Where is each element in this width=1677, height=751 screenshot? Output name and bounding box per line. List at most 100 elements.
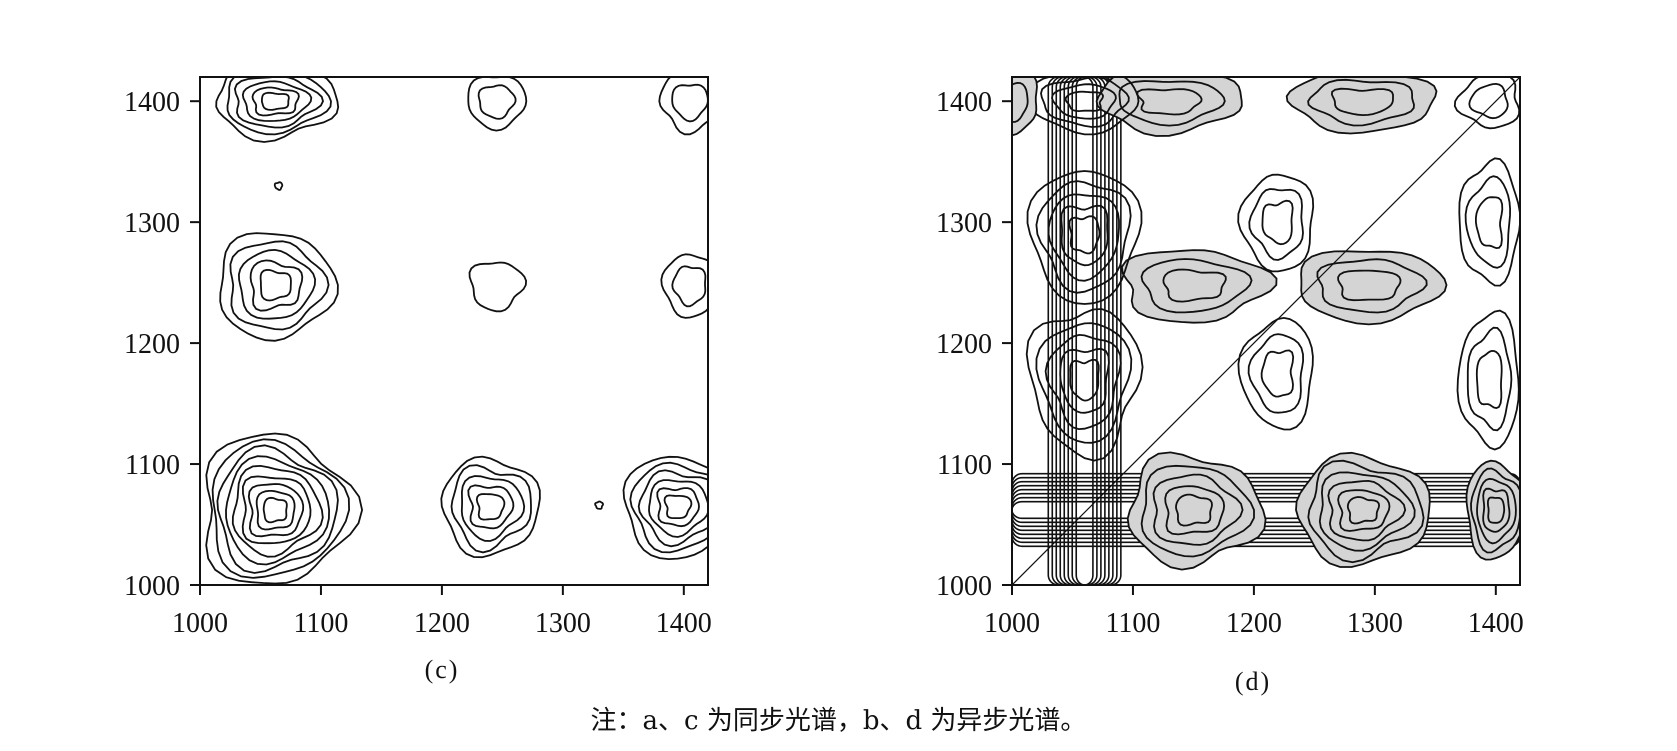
contour-line bbox=[475, 493, 506, 521]
contour-line bbox=[1175, 493, 1213, 527]
y-tick-label: 1100 bbox=[937, 450, 992, 481]
contour-line bbox=[1140, 258, 1253, 314]
band-contour bbox=[1012, 472, 1520, 548]
y-tick-label: 1100 bbox=[125, 450, 180, 481]
band-contour bbox=[1012, 492, 1520, 528]
contour-line bbox=[216, 444, 339, 574]
y-tick-label: 1000 bbox=[936, 571, 992, 602]
contour-line bbox=[1162, 268, 1227, 303]
contour-line bbox=[1456, 309, 1520, 451]
contour-line bbox=[637, 469, 708, 548]
contour-peak bbox=[215, 77, 340, 143]
contour-line bbox=[629, 461, 708, 554]
contour-line bbox=[237, 248, 317, 320]
band-contour bbox=[1012, 488, 1520, 532]
contour-peak bbox=[658, 77, 708, 136]
contour-line bbox=[1470, 467, 1520, 554]
contour-line bbox=[247, 483, 305, 538]
contour-line bbox=[1476, 477, 1517, 545]
y-tick-label: 1200 bbox=[124, 329, 180, 360]
diagonal-line bbox=[1012, 77, 1520, 585]
contour-line bbox=[251, 86, 300, 117]
contour-line bbox=[1118, 80, 1226, 127]
contour-peak bbox=[1285, 77, 1438, 135]
band-vertical bbox=[1047, 77, 1122, 585]
x-tick-label: 1200 bbox=[1226, 608, 1282, 639]
contour-line bbox=[1060, 204, 1109, 267]
band-contour bbox=[1012, 476, 1520, 544]
contour-peak bbox=[594, 500, 604, 510]
contour-line bbox=[1012, 81, 1029, 123]
contour-peak bbox=[1465, 459, 1520, 561]
contour-line bbox=[1337, 489, 1391, 532]
band-contour bbox=[1067, 77, 1102, 585]
contour-line bbox=[1337, 269, 1402, 302]
contour-peak bbox=[1456, 309, 1520, 451]
y-tick-label: 1400 bbox=[124, 87, 180, 118]
contour-peak bbox=[1453, 77, 1520, 130]
x-tick-label: 1200 bbox=[414, 608, 470, 639]
contour-line bbox=[450, 464, 532, 554]
x-tick-label: 1000 bbox=[172, 608, 228, 639]
contour-line bbox=[1260, 349, 1295, 398]
contour-line bbox=[460, 475, 526, 542]
contour-line bbox=[1247, 333, 1305, 414]
contour-line bbox=[1095, 77, 1243, 137]
contour-line bbox=[468, 261, 528, 313]
contour-line bbox=[255, 490, 296, 531]
plot-frame bbox=[1011, 76, 1521, 586]
contour-line bbox=[1285, 77, 1438, 135]
contour-line bbox=[1047, 193, 1120, 282]
contour-peak bbox=[440, 455, 541, 559]
contour-line bbox=[261, 91, 290, 111]
contour-line bbox=[1346, 496, 1381, 525]
x-tick-label: 1100 bbox=[293, 608, 348, 639]
x-tick-label: 1300 bbox=[535, 608, 591, 639]
contour-line bbox=[1327, 479, 1407, 542]
contour-area bbox=[205, 77, 708, 585]
contour-line bbox=[1307, 459, 1425, 564]
contour-line bbox=[205, 432, 364, 585]
band-contour bbox=[1063, 77, 1106, 585]
contour-line bbox=[233, 77, 324, 129]
contour-line bbox=[440, 455, 541, 559]
x-tick-label: 1000 bbox=[984, 608, 1040, 639]
contour-line bbox=[211, 438, 351, 579]
contour-line bbox=[225, 455, 331, 566]
contour-line bbox=[658, 77, 708, 136]
x-tick-label: 1300 bbox=[1347, 608, 1403, 639]
y-tick-label: 1300 bbox=[124, 208, 180, 239]
contour-line bbox=[262, 496, 288, 524]
contour-peak bbox=[219, 232, 339, 342]
contour-peak bbox=[205, 432, 364, 585]
contour-peak bbox=[1300, 250, 1448, 326]
plot-frame bbox=[199, 76, 709, 586]
contour-peak bbox=[273, 181, 284, 191]
contour-line bbox=[660, 253, 708, 319]
contour-peak bbox=[1237, 316, 1314, 431]
y-tick-label: 1400 bbox=[936, 87, 992, 118]
contour-line bbox=[1458, 157, 1520, 287]
contour-peak bbox=[1095, 77, 1243, 137]
contour-line bbox=[622, 455, 708, 561]
band-contour bbox=[1075, 77, 1094, 585]
contour-line bbox=[648, 479, 708, 538]
band-contour bbox=[1051, 77, 1118, 585]
contour-line bbox=[671, 83, 708, 123]
panel-label: (c) bbox=[425, 655, 460, 684]
band-contour bbox=[1012, 480, 1520, 540]
contour-line bbox=[1316, 258, 1428, 314]
band-contour bbox=[1059, 77, 1110, 585]
x-tick-label: 1400 bbox=[1468, 608, 1524, 639]
contour-line bbox=[241, 475, 312, 545]
contour-line bbox=[1044, 333, 1122, 431]
y-tick-label: 1300 bbox=[936, 208, 992, 239]
contour-line bbox=[1237, 173, 1315, 273]
contour-line bbox=[1237, 316, 1314, 431]
contour-line bbox=[1126, 451, 1267, 571]
contour-line bbox=[1318, 471, 1416, 552]
contour-line bbox=[1486, 496, 1506, 524]
